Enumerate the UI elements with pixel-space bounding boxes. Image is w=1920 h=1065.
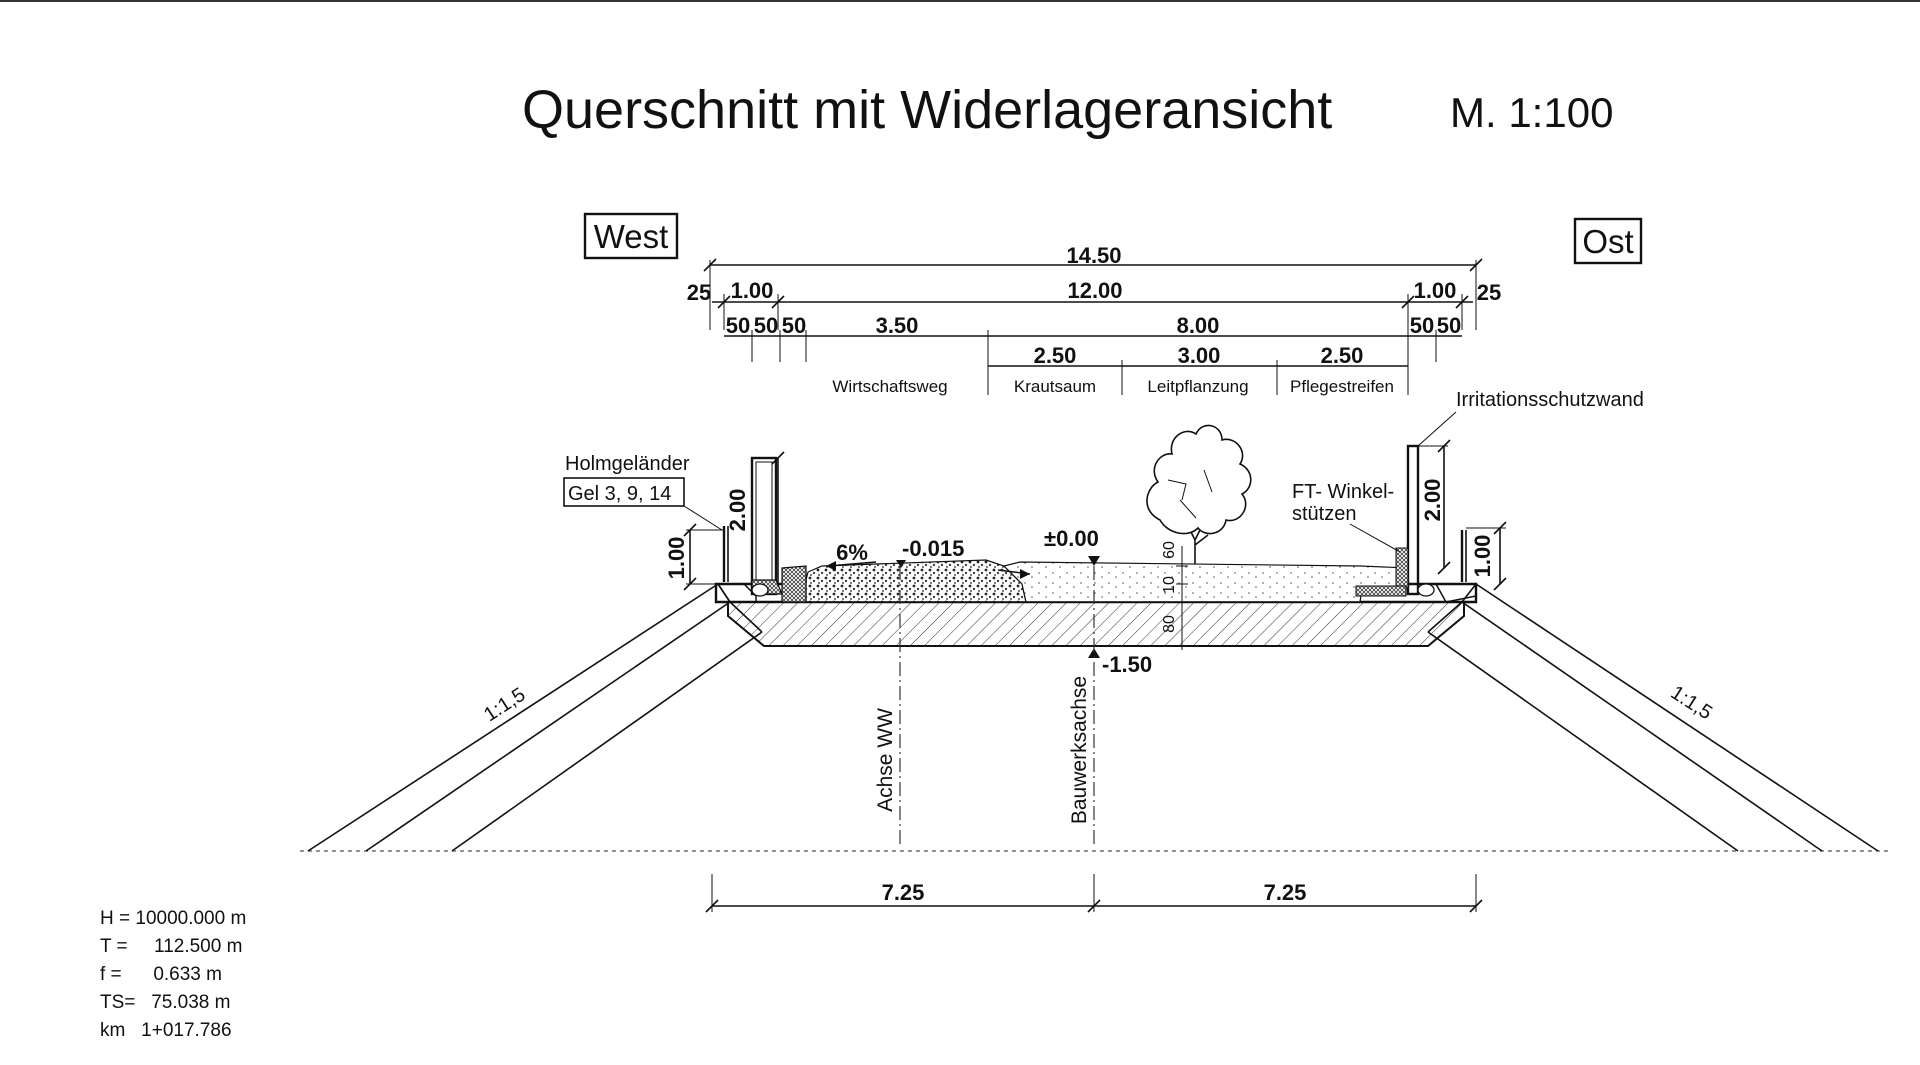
svg-text:10: 10 [1161,576,1178,594]
angle-support-callout: FT- Winkel- stützen [1292,481,1401,553]
svg-text:25: 25 [687,280,711,305]
svg-text:12.00: 12.00 [1067,278,1122,303]
slope-left [307,583,763,852]
slope-arrow: 6% [826,540,1031,579]
deck-slab [727,601,1465,647]
svg-text:3.00: 3.00 [1178,343,1221,368]
svg-text:±0.00: ±0.00 [1044,526,1099,551]
zone-pflegestreifen: Pflegestreifen [1290,377,1394,396]
axis-ww-label: Achse WW [874,708,897,812]
svg-text:1.00: 1.00 [1470,535,1495,578]
scale-label: M. 1:100 [1450,89,1613,136]
level-bottom: -1.50 [1088,648,1152,677]
dim-row-fourth: 2.50 3.00 2.50 [988,343,1408,395]
svg-text:7.25: 7.25 [1264,880,1307,905]
svg-text:Irritationsschutzwand: Irritationsschutzwand [1456,389,1644,411]
left-railing [716,526,769,603]
page-title: Querschnitt mit Widerlageransicht [522,80,1332,140]
svg-text:50: 50 [1437,313,1461,338]
svg-text:2.50: 2.50 [1321,343,1364,368]
axis-structure-label: Bauwerksachse [1068,676,1091,824]
svg-text:6%: 6% [836,540,868,565]
info-h: H = 10000.000 m [100,908,247,929]
right-height-dims: 2.00 1.00 [1418,439,1507,591]
info-km: km 1+017.786 [100,1020,232,1041]
svg-text:60: 60 [1161,541,1178,559]
svg-text:8.00: 8.00 [1177,313,1220,338]
pavement-layer [805,559,1027,603]
svg-text:-0.015: -0.015 [902,536,964,561]
dim-row-third: 50 50 50 3.50 8.00 50 50 [724,313,1462,395]
level-path: -0.015 [896,536,964,568]
svg-text:50: 50 [754,313,778,338]
left-height-dims: 1.00 2.00 [664,451,785,591]
slope-right [1427,583,1879,852]
railing-callout: Holmgeländer Gel 3, 9, 14 [563,453,723,531]
east-label: Ost [1573,217,1643,265]
svg-text:50: 50 [726,313,750,338]
svg-text:7.25: 7.25 [882,880,925,905]
slope-left-label: 1:1,5 [480,684,529,727]
svg-text:Ost: Ost [1582,223,1633,260]
info-f: f = 0.633 m [100,964,222,985]
zone-leitpflanzung: Leitpflanzung [1147,377,1248,396]
svg-text:3.50: 3.50 [876,313,919,338]
slope-right-label: 1:1,5 [1667,682,1716,725]
svg-text:1.00: 1.00 [731,278,774,303]
svg-text:2.00: 2.00 [725,489,750,532]
zone-krautsaum: Krautsaum [1014,377,1096,396]
svg-text:2.00: 2.00 [1420,479,1445,522]
tree-icon [1146,424,1252,564]
wall-callout: Irritationsschutzwand [1417,389,1644,447]
dim-overall: 14.50 [703,243,1483,330]
svg-text:FT- Winkel-: FT- Winkel- [1292,481,1394,503]
svg-text:80: 80 [1161,615,1178,633]
svg-text:Gel 3, 9, 14: Gel 3, 9, 14 [568,483,671,505]
soil-layer [1002,561,1409,603]
west-label: West [583,212,679,260]
info-t: T = 112.500 m [100,936,243,957]
svg-text:14.50: 14.50 [1066,243,1121,268]
layer-dims: 60 10 80 [1161,541,1188,650]
svg-text:2.50: 2.50 [1034,343,1077,368]
svg-text:50: 50 [1410,313,1434,338]
info-ts: TS= 75.038 m [100,992,231,1013]
svg-text:1.00: 1.00 [664,537,689,580]
svg-text:50: 50 [782,313,806,338]
right-wall [1355,444,1435,597]
zone-wirtschaftsweg: Wirtschaftsweg [832,377,947,396]
svg-text:-1.50: -1.50 [1102,652,1152,677]
svg-text:West: West [594,218,669,255]
svg-text:stützen: stützen [1292,503,1356,525]
left-wall [750,456,807,603]
svg-text:Holmgeländer: Holmgeländer [565,453,690,475]
svg-text:1.00: 1.00 [1414,278,1457,303]
svg-text:25: 25 [1477,280,1501,305]
top-border [0,0,1920,2]
alignment-info: H = 10000.000 m T = 112.500 m f = 0.633 … [100,905,246,1045]
level-zero: ±0.00 [1044,526,1100,566]
right-railing [1434,530,1477,603]
dim-row-inner: 25 1.00 12.00 1.00 25 [687,278,1501,330]
dim-bottom: 7.25 7.25 [705,874,1483,913]
